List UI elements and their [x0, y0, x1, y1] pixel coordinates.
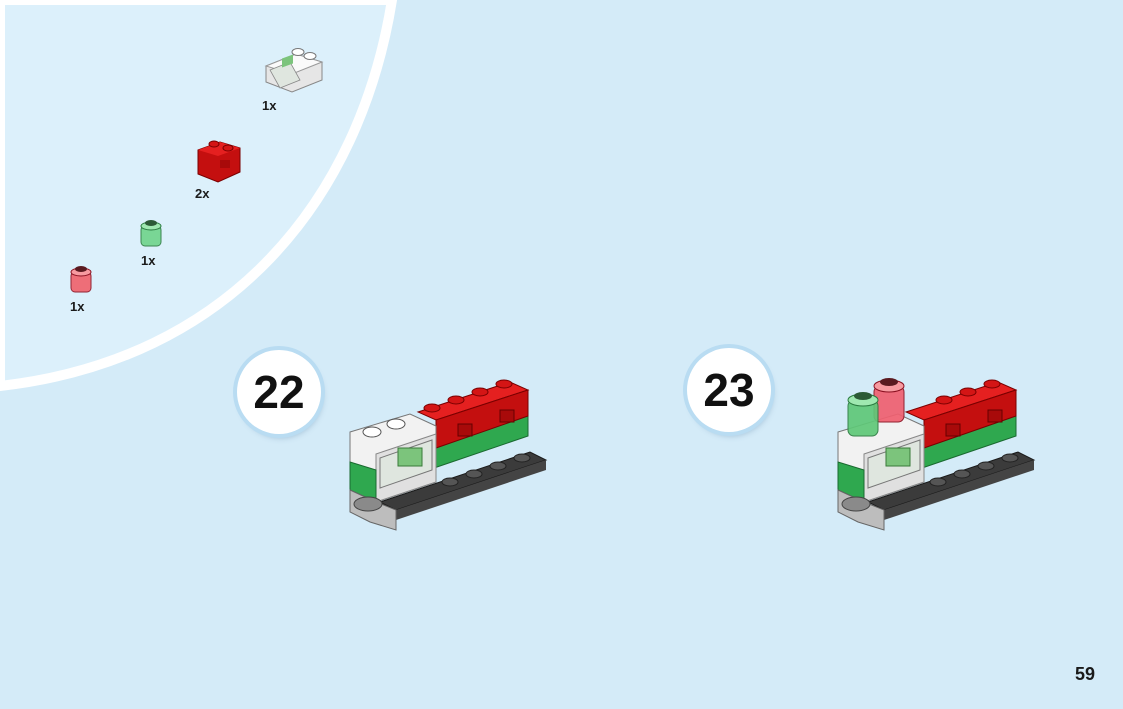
step-22-model-illustration [349, 379, 548, 531]
red-clip-brick-icon [197, 140, 241, 183]
page-number: 59 [1074, 664, 1095, 684]
quantity-label: 2x [195, 186, 210, 201]
green-round-brick-icon [140, 220, 162, 247]
quantity-label: 1x [70, 299, 85, 314]
quantity-label: 1x [262, 98, 277, 113]
step-number-badge: 23 [687, 348, 771, 432]
quantity-label: 1x [141, 253, 156, 268]
red-round-brick-icon [70, 266, 92, 293]
white-slope-brick-icon [264, 48, 324, 93]
step-23-model-illustration [837, 378, 1036, 531]
step-number-badge: 22 [237, 350, 321, 434]
